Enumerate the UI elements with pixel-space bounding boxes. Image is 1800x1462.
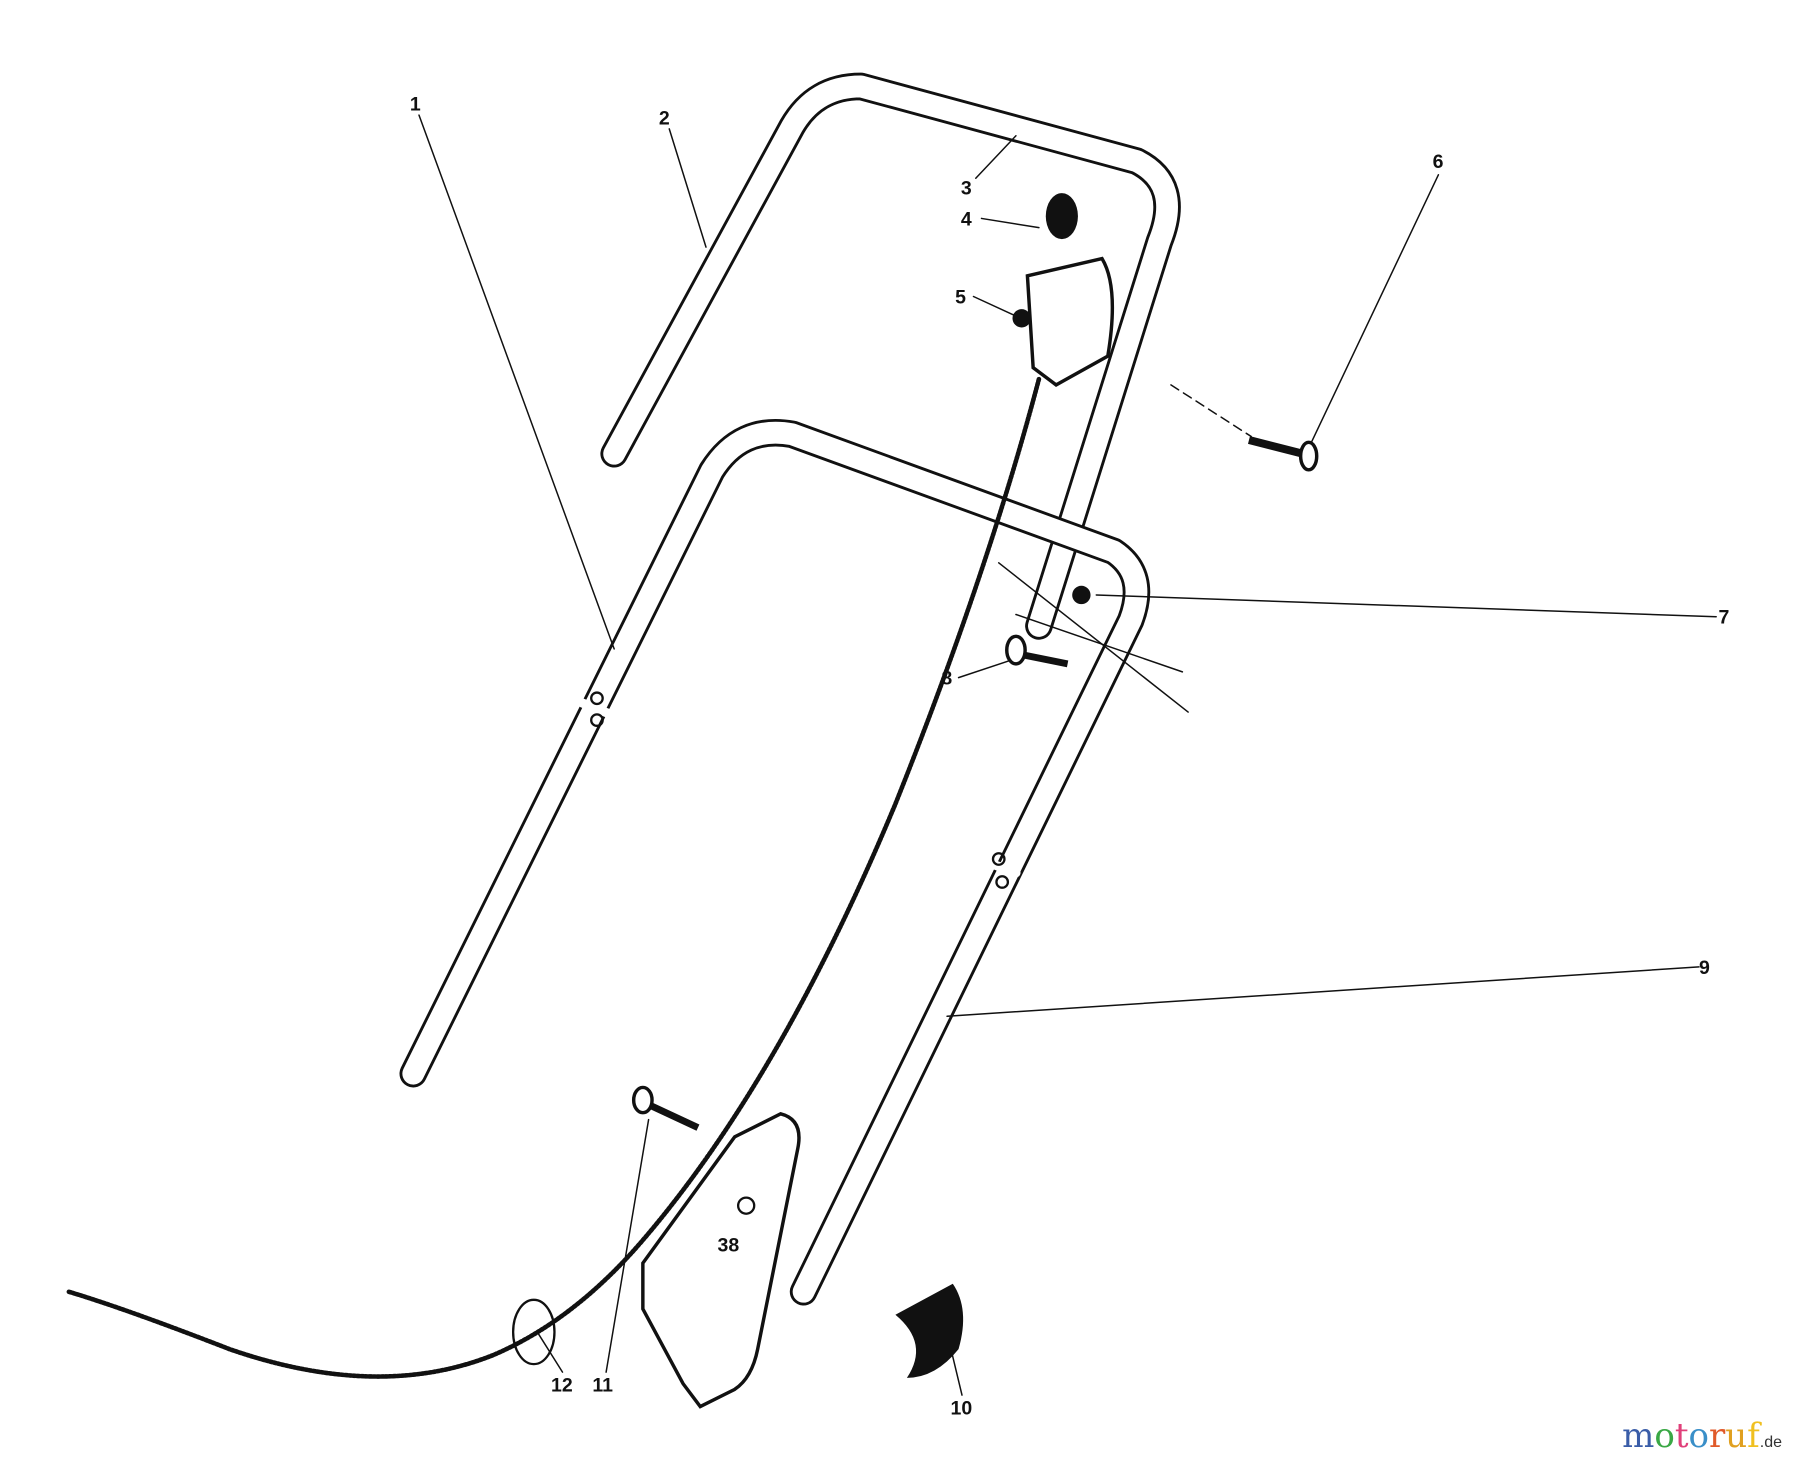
bolt-6 [1247,436,1319,472]
knob-4 [1045,193,1078,240]
leader-lines [418,114,1717,1396]
callout-6: 6 [1433,151,1444,173]
watermark-text: motoruf [1622,1416,1760,1456]
watermark-logo: motoruf.de [1622,1416,1782,1456]
callout-3: 3 [961,177,972,199]
bolt-11 [631,1085,700,1131]
cable-clip-12 [511,1298,556,1366]
knob-10 [895,1283,964,1378]
callout-9: 9 [1699,957,1710,979]
callout-4: 4 [961,208,972,230]
callout-12: 12 [551,1375,573,1397]
height-adjust-plate: 38 [641,1112,801,1409]
callout-11: 11 [592,1375,613,1397]
callout-1: 1 [410,94,421,116]
nut-5 [1012,309,1031,328]
callout-5: 5 [955,286,966,308]
control-cable [66,376,1042,1379]
plate-marking: 38 [717,1235,739,1257]
watermark-suffix: .de [1759,1434,1782,1451]
callout-2: 2 [659,107,670,129]
nut-7 [1072,585,1091,605]
callout-7: 7 [1718,607,1729,629]
callout-labels: 1 2 3 4 5 6 7 8 9 10 11 12 [410,94,1730,1420]
throttle-control [1012,193,1115,387]
callout-10: 10 [951,1398,973,1420]
callout-8: 8 [941,668,952,690]
bolt-8 [1005,634,1069,668]
